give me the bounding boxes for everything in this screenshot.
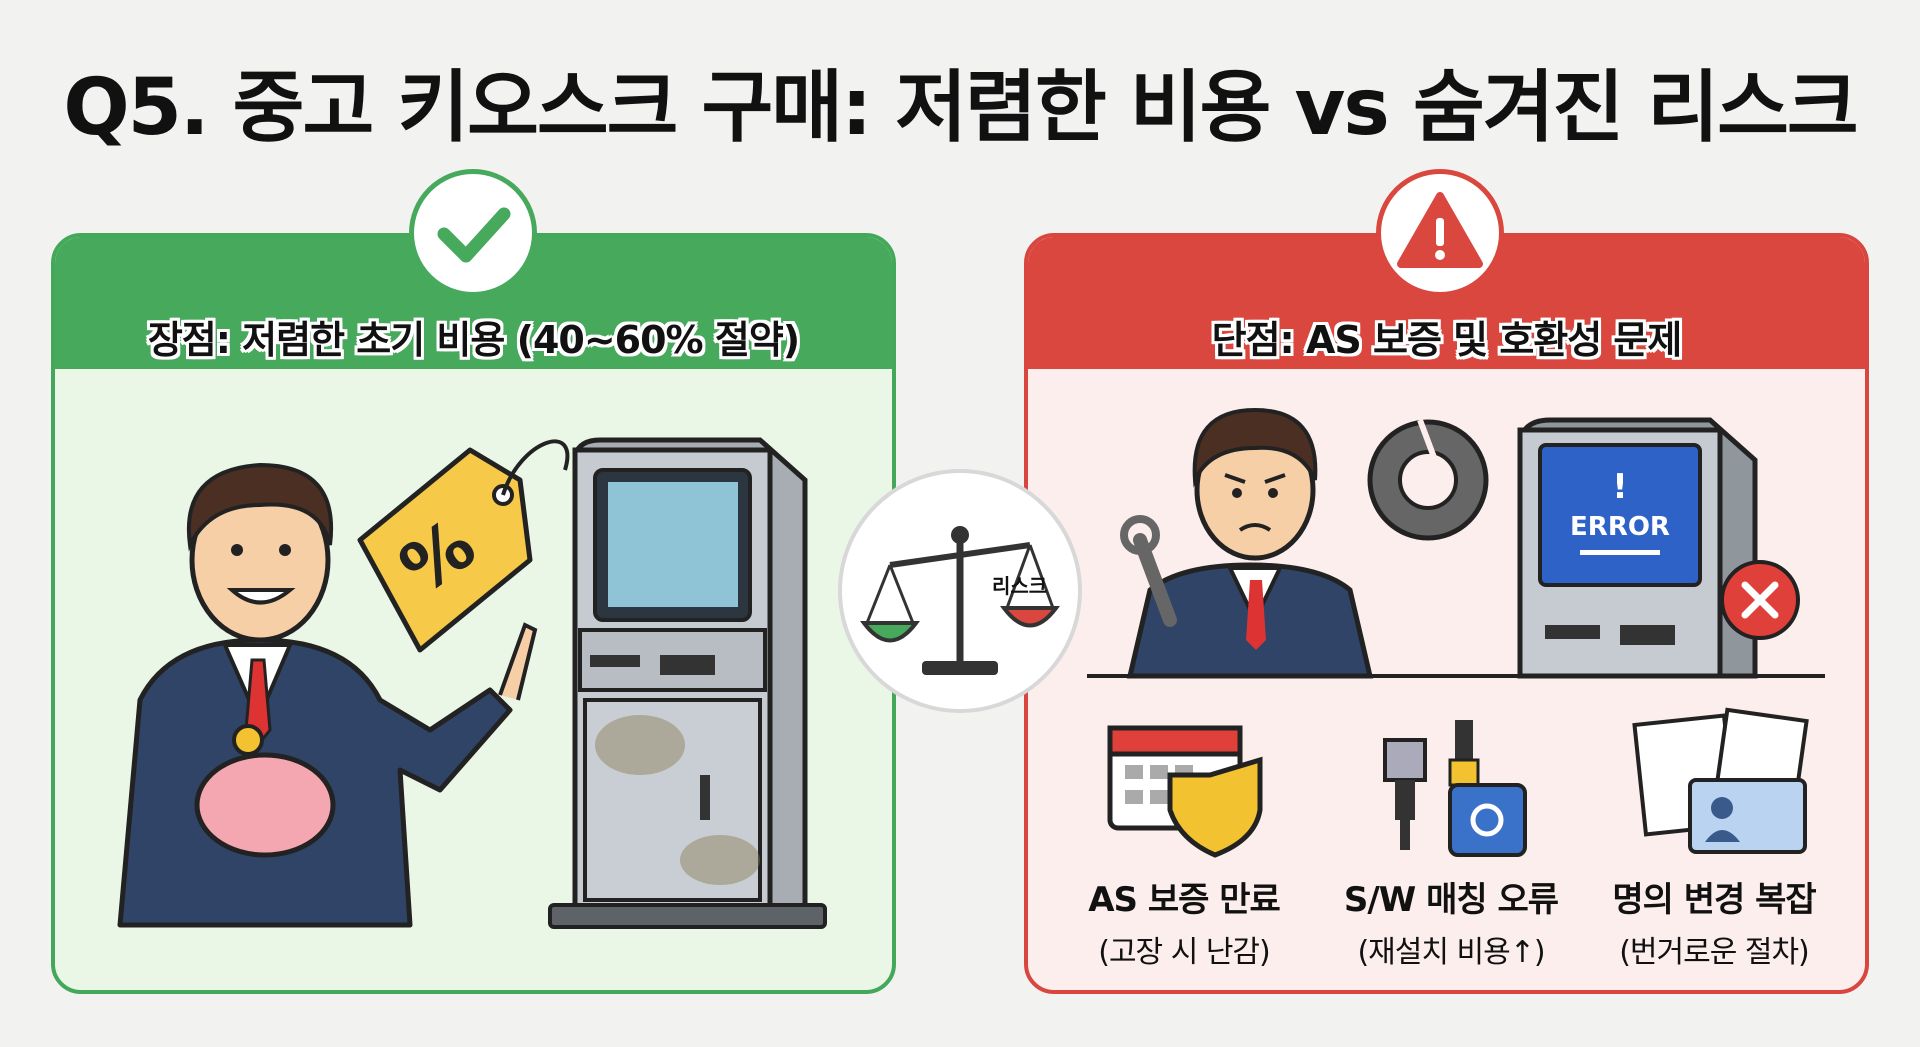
risk-item: S/W 매칭 오류 (재설치 비용↑) bbox=[1321, 872, 1581, 971]
balance-badge: 리스크 bbox=[838, 469, 1082, 713]
risk-title: AS 보증 만료 bbox=[1088, 880, 1281, 920]
balance-scale-icon bbox=[860, 526, 1060, 675]
risk-item: 명의 변경 복잡 (번거로운 절차) bbox=[1584, 872, 1844, 971]
risk-subtitle: (번거로운 절차) bbox=[1619, 935, 1810, 970]
check-badge bbox=[409, 169, 537, 297]
warning-badge bbox=[1376, 169, 1504, 297]
risk-title: S/W 매칭 오류 bbox=[1343, 880, 1559, 920]
page-title: Q5. 중고 키오스크 구매: 저렴한 비용 vs 숨겨진 리스크 bbox=[63, 63, 1858, 153]
pros-header: 장점: 저렴한 초기 비용 (40~60% 절약) bbox=[147, 318, 800, 362]
risk-subtitle: (고장 시 난감) bbox=[1098, 935, 1270, 970]
check-icon bbox=[437, 207, 511, 263]
risk-tag-label: 리스크 bbox=[992, 574, 1048, 598]
risk-subtitle: (재설치 비용↑) bbox=[1357, 935, 1545, 970]
cons-header: 단점: AS 보증 및 호환성 문제 bbox=[1211, 318, 1683, 362]
risk-title: 명의 변경 복잡 bbox=[1612, 880, 1816, 920]
risk-item: AS 보증 만료 (고장 시 난감) bbox=[1054, 872, 1314, 971]
warning-icon bbox=[1397, 192, 1483, 268]
pros-panel: 장점: 저렴한 초기 비용 (40~60% 절약) bbox=[51, 233, 896, 994]
